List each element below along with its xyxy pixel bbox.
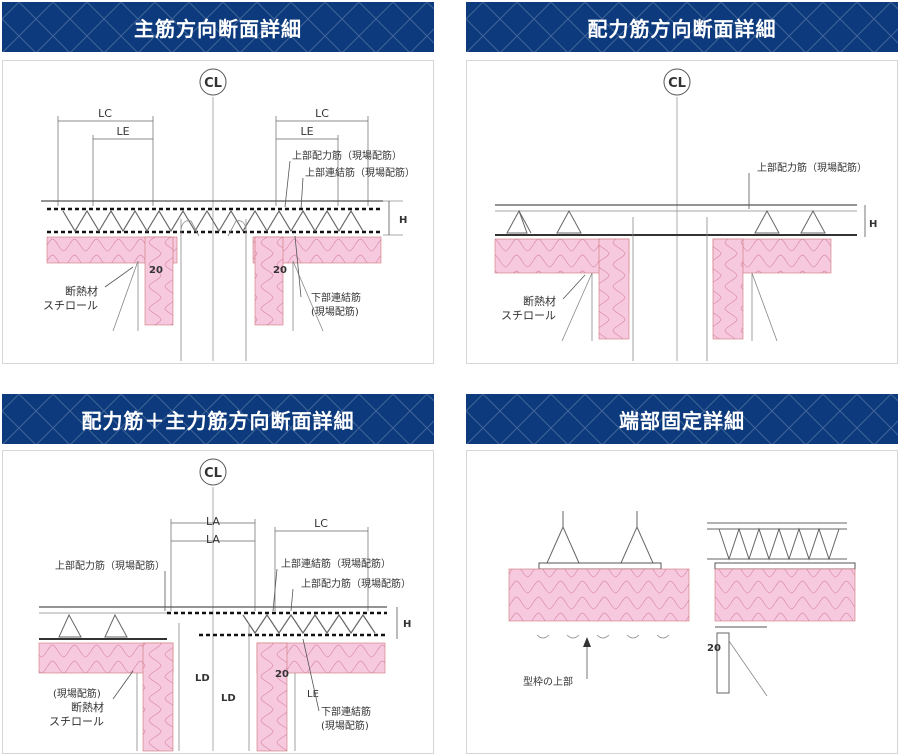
header-pattern (466, 2, 898, 52)
le-left-label: LE (116, 125, 129, 138)
section-drawing: CL LA LA LC 上部配力筋（現場配筋） 上部連結筋（現場配筋） 上部配力… (38, 458, 411, 752)
h-label: H (403, 619, 411, 630)
panel-main-rebar-section: 主筋方向断面詳細 CL LC LE LC LE 上部配力筋（現場配筋） 上部連結… (2, 2, 434, 364)
drawing-frame: CL LA LA LC 上部配力筋（現場配筋） 上部連結筋（現場配筋） 上部配力… (2, 450, 434, 754)
upper-dist-right-label: 上部配力筋（現場配筋） (301, 577, 411, 590)
insulation-web-right (712, 238, 744, 340)
wall-stub (716, 632, 730, 694)
h-label: H (869, 219, 877, 230)
lc-left-label: LC (98, 107, 112, 120)
panel-header: 配力筋方向断面詳細 (466, 2, 898, 52)
lc-right-label: LC (315, 107, 329, 120)
truss-right (707, 522, 847, 561)
panel-header: 端部固定詳細 (466, 394, 898, 444)
insulation-web-right (256, 642, 288, 752)
upper-dist-left-label: 上部配力筋（現場配筋） (55, 559, 165, 572)
lc-label: LC (314, 517, 328, 530)
formwork-label: 型枠の上部 (523, 675, 573, 688)
insulation-web-right (254, 236, 284, 326)
insulation-right-block (714, 568, 856, 622)
insulation-web-left (142, 642, 174, 752)
truss (62, 209, 364, 233)
la-label: LA (206, 533, 220, 546)
hangers (58, 613, 128, 638)
drawing-frame: CL LC LE LC LE 上部配力筋（現場配筋） 上部連結筋（現場配筋） (2, 60, 434, 364)
panel-combined-section: 配力筋＋主力筋方向断面詳細 CL LA LA LC 上部配力筋（現場配筋） 上部… (2, 394, 434, 754)
header-pattern (466, 394, 898, 444)
insulation-label-2: スチロール (501, 309, 556, 322)
upper-dist-label: 上部配力筋（現場配筋） (292, 149, 402, 162)
dim20-label: 20 (275, 669, 289, 680)
panel-header: 主筋方向断面詳細 (2, 2, 434, 52)
dimension-lines (57, 116, 369, 206)
le-label: LE (307, 689, 319, 700)
hangers (506, 209, 826, 234)
truss (242, 613, 376, 635)
insulation-web-left (598, 238, 630, 340)
hangers-left (546, 511, 654, 564)
dim20-right-label: 20 (273, 265, 287, 276)
centerline-symbol: CL (663, 68, 691, 96)
dim20-label: 20 (707, 643, 721, 654)
h-label: H (399, 215, 407, 226)
insulation-label-1: 断熱材 (71, 700, 104, 714)
drawing-frame: CL 上部配力筋（現場配筋） H (466, 60, 898, 364)
lower-link-label-2: (現場配筋) (311, 305, 359, 318)
centerline-label: CL (204, 466, 222, 481)
end-detail-drawing: 型枠の上部 20 (508, 511, 856, 697)
beam-outline (112, 219, 324, 361)
insulation-label-2: スチロール (49, 715, 104, 728)
panel-title: 端部固定詳細 (619, 408, 745, 433)
header-pattern (2, 2, 434, 52)
insulation-label-1: 断熱材 (65, 284, 98, 298)
panel-end-fixing-detail: 端部固定詳細 型枠の上部 (466, 394, 898, 754)
field-label: (現場配筋) (53, 687, 101, 700)
dim20-left-label: 20 (149, 265, 163, 276)
upper-dist-label: 上部配力筋（現場配筋） (757, 161, 867, 174)
panel-dist-rebar-section: 配力筋方向断面詳細 CL 上部配力筋（現場配筋） H (466, 2, 898, 364)
insulation-label-2: スチロール (43, 299, 98, 312)
la-top-label: LA (206, 515, 220, 528)
drawing-frame: 型枠の上部 20 (466, 450, 898, 754)
lower-link-label-2: (現場配筋) (321, 719, 369, 732)
upper-link-label: 上部連結筋（現場配筋） (305, 166, 415, 179)
panel-title: 配力筋＋主力筋方向断面詳細 (81, 408, 355, 433)
header-pattern (2, 394, 434, 444)
panel-title: 主筋方向断面詳細 (134, 16, 302, 41)
beam-outline (561, 217, 778, 361)
le-right-label: LE (300, 125, 313, 138)
section-drawing: CL LC LE LC LE 上部配力筋（現場配筋） 上部連結筋（現場配筋） (41, 68, 415, 361)
centerline-label: CL (668, 76, 686, 91)
insulation-web-left (144, 236, 174, 326)
dimension-lines (170, 519, 369, 611)
upper-link-label: 上部連結筋（現場配筋） (281, 557, 391, 570)
insulation-label-1: 断熱材 (523, 294, 556, 308)
section-drawing: CL 上部配力筋（現場配筋） H (494, 68, 877, 361)
ld-label-2: LD (221, 693, 236, 704)
panel-header: 配力筋＋主力筋方向断面詳細 (2, 394, 434, 444)
centerline-label: CL (204, 76, 222, 91)
panel-title: 配力筋方向断面詳細 (587, 16, 777, 41)
ld-label-1: LD (195, 673, 210, 684)
centerline-symbol: CL (199, 68, 227, 96)
insulation-left-block (508, 568, 690, 622)
lower-link-label-1: 下部連結筋 (311, 291, 361, 304)
beam-outline (136, 623, 296, 751)
centerline-symbol: CL (199, 458, 227, 486)
lower-link-label-1: 下部連結筋 (321, 705, 371, 718)
formwork-marks (536, 634, 670, 639)
